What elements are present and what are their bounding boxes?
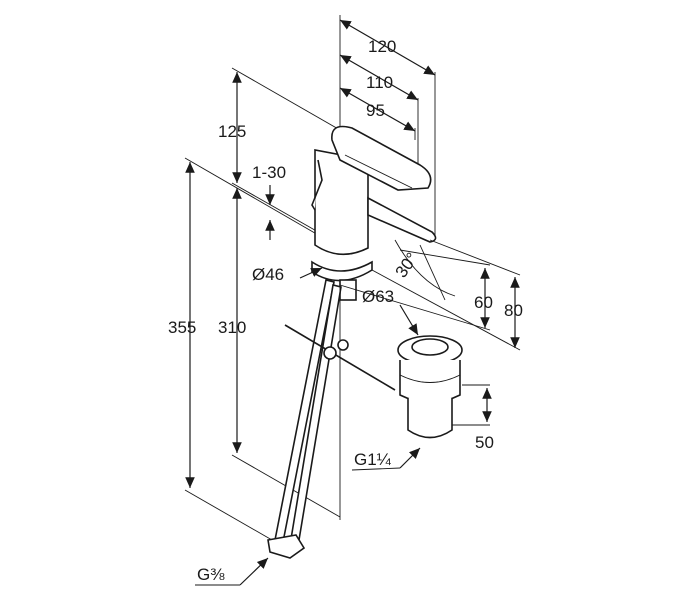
dimension-1-30: 1-30 xyxy=(252,163,286,240)
mounting-nut xyxy=(339,279,357,301)
dimension-label-1-30: 1-30 xyxy=(252,163,286,182)
mounting-base xyxy=(311,260,373,282)
dimension-label-60: 60 xyxy=(474,293,493,312)
popup-rod xyxy=(311,159,323,211)
popup-linkage xyxy=(284,324,396,391)
dimension-top: 120 110 95 xyxy=(339,15,436,238)
dimension-label-dia46: Ø46 xyxy=(252,265,284,284)
thread-label-waste: G1¼ xyxy=(354,450,392,469)
thread-supply: G⅜ xyxy=(195,557,269,586)
dimension-dia46: Ø46 xyxy=(252,265,323,284)
thread-label-supply: G⅜ xyxy=(197,565,225,584)
dimension-label-120: 120 xyxy=(368,37,396,56)
dimension-label-95: 95 xyxy=(366,101,385,120)
faucet-spout xyxy=(367,196,437,243)
dimension-label-80: 80 xyxy=(504,301,523,320)
angle-label-30: 30° xyxy=(392,249,422,281)
supply-hoses xyxy=(267,279,342,559)
dimension-label-310: 310 xyxy=(218,318,246,337)
dimension-label-110: 110 xyxy=(366,73,393,92)
hose-connector xyxy=(267,534,306,559)
waste-valve: 50 Ø63 G1¼ xyxy=(351,287,494,471)
faucet-body xyxy=(311,125,437,301)
dimension-label-dia63: Ø63 xyxy=(362,287,394,306)
dimension-label-50: 50 xyxy=(475,433,494,452)
dimension-label-355: 355 xyxy=(168,318,196,337)
dimension-355-310: 355 310 xyxy=(168,157,341,541)
dimension-label-125: 125 xyxy=(218,122,246,141)
dimension-125: 125 xyxy=(218,67,341,183)
faucet-lever xyxy=(331,125,432,191)
